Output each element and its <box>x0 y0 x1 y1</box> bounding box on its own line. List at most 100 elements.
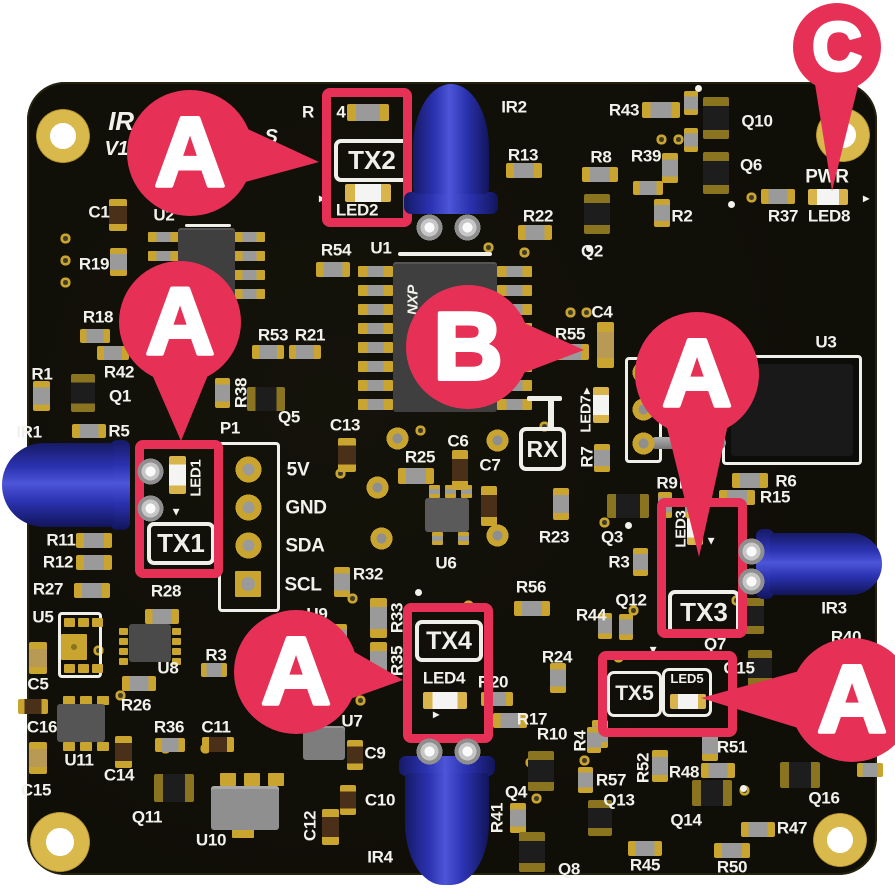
silkscreen-label-c11: C11 <box>201 717 231 737</box>
resistor <box>347 103 389 121</box>
silkscreen-label-r51: R51 <box>716 737 748 757</box>
led-component <box>423 691 467 709</box>
marker-a-tx1[interactable]: A <box>119 261 241 441</box>
ic-pin <box>429 485 440 498</box>
silk-box-label: RX <box>526 435 559 462</box>
through-hole <box>485 428 509 452</box>
silkscreen-label-r27: R27 <box>32 579 64 599</box>
silk-box-rx: RX <box>519 427 566 471</box>
silkscreen-label-q16: Q16 <box>808 788 840 808</box>
marker-a-tx2[interactable]: A <box>127 90 319 216</box>
marker-c-pwr-led8[interactable]: C <box>793 3 881 191</box>
silkscreen-label-r3: R3 <box>205 645 227 665</box>
silkscreen-label-u7: U7 <box>341 711 363 731</box>
tx2-highlight[interactable] <box>322 88 412 227</box>
resistor <box>642 102 680 118</box>
resistor <box>761 188 795 204</box>
silkscreen-label-q1: Q1 <box>108 386 132 406</box>
ir-led-ir4 <box>405 773 489 885</box>
via <box>59 276 71 288</box>
silkscreen-label-ir4: IR4 <box>367 847 393 867</box>
silk-dot <box>624 521 632 529</box>
ic-pad <box>80 696 92 705</box>
tx4-highlight[interactable] <box>403 603 493 743</box>
transistor <box>519 832 545 872</box>
resistor <box>510 803 526 833</box>
ir-led-lead <box>136 457 164 485</box>
resistor <box>80 329 110 343</box>
resistor <box>684 91 698 115</box>
marker-a-tx5[interactable]: A <box>701 638 895 762</box>
via <box>564 306 576 318</box>
marker-circle <box>793 3 881 91</box>
ic-pin <box>234 232 265 242</box>
marker-a-tx4[interactable]: A <box>234 610 403 734</box>
resistor <box>654 199 670 227</box>
silkscreen-label-r39: R39 <box>630 146 662 166</box>
header-pin-hole <box>234 531 262 559</box>
marker-a-tx3[interactable]: A <box>635 312 759 557</box>
silkscreen-label-r57: R57 <box>595 770 627 790</box>
ic-pin <box>148 232 179 242</box>
silkscreen-label-r3: R3 <box>608 552 630 572</box>
led-component <box>168 456 186 494</box>
silk-dot <box>739 784 747 792</box>
ic-pin <box>234 270 265 280</box>
silkscreen-label-r43: R43 <box>608 100 640 120</box>
silk-box-tx1: TX1 <box>147 522 215 565</box>
ic-pin <box>358 380 393 391</box>
capacitor <box>18 698 48 714</box>
silkscreen-label-r1: R1 <box>31 364 53 384</box>
silkscreen-label-r32: R32 <box>352 564 384 584</box>
resistor <box>97 346 129 360</box>
ir-led-ir1 <box>2 443 114 527</box>
silkscreen-label-pwr: PWR <box>805 166 849 188</box>
silkscreen-label-q11: Q11 <box>131 807 163 827</box>
via <box>59 254 71 266</box>
silkscreen-label-led2: LED2 <box>335 200 379 220</box>
through-hole <box>385 426 409 450</box>
resistor <box>628 840 662 856</box>
ic-pad <box>61 634 87 660</box>
silkscreen-label-r42: R42 <box>103 362 135 382</box>
silkscreen-label-r13: R13 <box>507 145 539 165</box>
resistor <box>857 763 883 777</box>
silkscreen-label-r8: R8 <box>590 147 612 167</box>
silkscreen-label-r26: R26 <box>120 695 152 715</box>
ic-pin <box>358 361 393 372</box>
ir-led-ir2 <box>413 84 489 194</box>
resistor <box>701 762 735 778</box>
ir-led-ir3 <box>770 533 882 595</box>
silkscreen-label-r24: R24 <box>541 647 573 667</box>
resistor <box>550 663 566 693</box>
ic-pad <box>119 658 128 665</box>
ic-pad <box>97 742 109 751</box>
resistor <box>76 554 112 570</box>
ic-u3-hole <box>631 431 655 455</box>
ic-pin <box>234 251 265 261</box>
silkscreen-label-ir3: IR3 <box>821 598 847 618</box>
marker-tail <box>701 665 818 735</box>
resistor <box>369 598 387 638</box>
via <box>580 306 592 318</box>
via <box>598 516 610 528</box>
resistor <box>714 842 750 858</box>
silkscreen-label-c13: C13 <box>329 415 361 435</box>
silkscreen-label-r36: R36 <box>153 717 185 737</box>
silkscreen-label-c5: C5 <box>27 674 49 694</box>
silkscreen-label-c7: C7 <box>479 455 501 475</box>
mounting-hole <box>36 109 90 163</box>
led-component <box>808 189 848 205</box>
resistor <box>553 488 569 520</box>
ic-pad <box>80 742 92 751</box>
silkscreen-label-r12: R12 <box>42 552 74 572</box>
silk-box-label: TX4 <box>426 626 472 655</box>
silk-box-label: TX5 <box>615 682 654 705</box>
capacitor <box>29 742 47 774</box>
transistor <box>703 97 729 139</box>
silkscreen-label-r45: R45 <box>629 855 661 875</box>
capacitor <box>338 438 356 472</box>
marker-b-r55[interactable]: B <box>406 285 584 409</box>
silkscreen-label-r18: R18 <box>82 307 114 327</box>
silkscreen-label-led8: LED8 <box>807 206 851 226</box>
